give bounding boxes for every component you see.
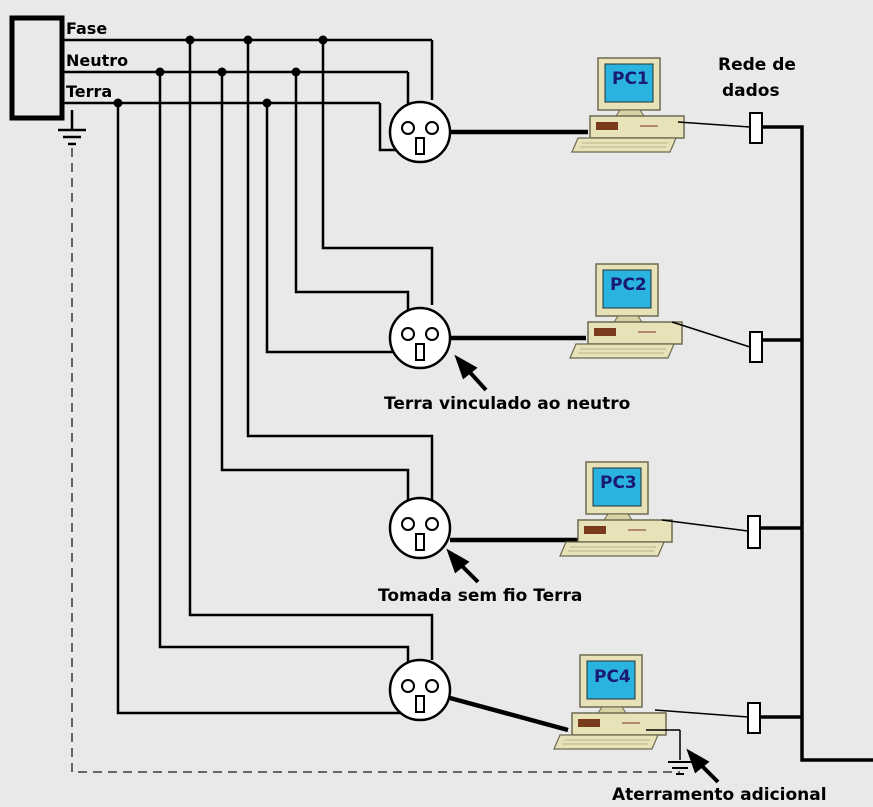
outlet2-fase-wire xyxy=(321,40,434,305)
outlet-3 xyxy=(388,496,452,560)
outlet3-fase-wire xyxy=(246,40,434,500)
pc3-label: PC3 xyxy=(600,473,637,493)
network-label-line1: Rede de xyxy=(718,55,796,75)
outlet2-terra-wire xyxy=(265,103,430,354)
annotation-tomada-sem-terra: Tomada sem fio Terra xyxy=(378,586,582,606)
outlet4-neutro-wire xyxy=(158,72,410,675)
outlet-4 xyxy=(388,658,452,722)
distribution-panel xyxy=(9,15,65,121)
neutro-label: Neutro xyxy=(66,51,128,70)
network-label-line2: dados xyxy=(722,81,780,101)
annotation-aterramento: Aterramento adicional xyxy=(612,785,827,805)
outlet-1 xyxy=(388,100,452,164)
network-connector-2 xyxy=(749,331,763,363)
outlet2-neutro-wire xyxy=(294,72,410,320)
pc4-label: PC4 xyxy=(594,667,631,687)
additional-ground-icon xyxy=(668,761,692,775)
network-connector-4 xyxy=(747,702,761,734)
data-cable-4 xyxy=(654,709,749,718)
data-network-trunk xyxy=(762,125,873,762)
outlet4-terra-wire xyxy=(116,103,425,715)
outlet4-fase-wire xyxy=(188,40,434,660)
data-cable-2 xyxy=(671,321,751,348)
power-cord-4 xyxy=(449,695,569,733)
fase-label: Fase xyxy=(66,19,107,38)
panel-ground-icon xyxy=(58,110,86,146)
terra-label: Terra xyxy=(66,82,112,101)
network-connector-1 xyxy=(749,112,763,144)
pc2-label: PC2 xyxy=(610,275,647,295)
annotation-terra-vinculado: Terra vinculado ao neutro xyxy=(384,394,630,414)
outlet-2 xyxy=(388,306,452,370)
pc1-label: PC1 xyxy=(612,69,649,89)
network-connector-3 xyxy=(747,515,761,549)
additional-ground-dashed-line xyxy=(71,148,680,773)
outlet3-neutro-wire xyxy=(220,72,410,515)
data-cable-1 xyxy=(677,121,751,128)
data-cable-3 xyxy=(661,519,749,532)
